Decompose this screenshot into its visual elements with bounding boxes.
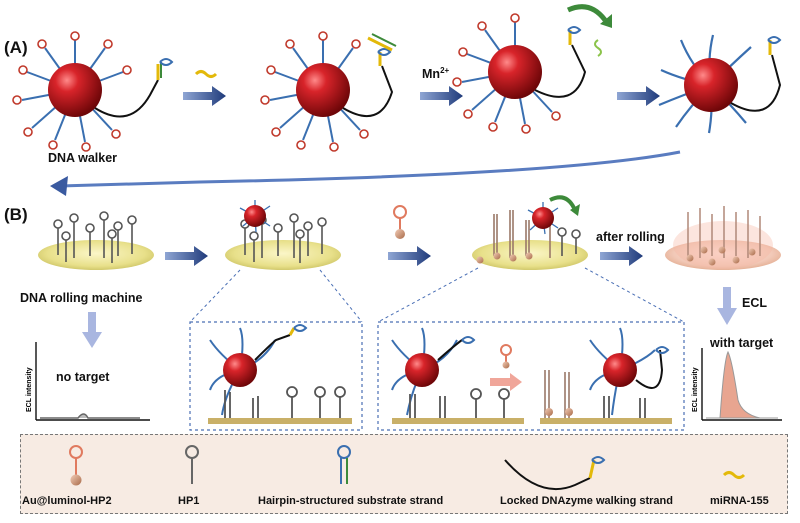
walker-np-3 xyxy=(452,4,612,134)
legend-mirna: miRNA-155 xyxy=(710,495,769,507)
ecl-axis-left: ECL intensity xyxy=(26,367,33,412)
after-rolling-label: after rolling xyxy=(596,230,665,244)
arrow-down-left xyxy=(82,312,102,348)
walker-np-4 xyxy=(658,34,782,134)
with-target-label: with target xyxy=(710,336,774,350)
legend-hp1: HP1 xyxy=(178,495,200,507)
ecl-label: ECL xyxy=(742,296,767,310)
arrow-b3 xyxy=(600,246,643,266)
arrow-a3 xyxy=(617,86,660,106)
panel-b-label: (B) xyxy=(4,205,28,224)
arrow-a2 xyxy=(420,86,463,106)
walker-np-1 xyxy=(12,31,174,152)
panel-a-label: (A) xyxy=(4,38,28,57)
arrow-a1 xyxy=(183,86,226,106)
arrow-a-to-b-head xyxy=(50,176,68,196)
zoom-box-1 xyxy=(189,321,363,431)
rolling-disk-1 xyxy=(38,211,154,270)
arrow-b2 xyxy=(388,246,431,266)
rolling-disk-3 xyxy=(472,195,588,270)
legend-box xyxy=(20,434,788,514)
arrow-a-to-b xyxy=(59,150,681,188)
arrow-down-right xyxy=(717,287,737,325)
legend-hairpin: Hairpin-structured substrate strand xyxy=(258,495,444,507)
walker-np-2 xyxy=(260,31,397,152)
ecl-axis-right: ECL intensity xyxy=(692,367,699,412)
dna-walker-label: DNA walker xyxy=(48,151,118,165)
zoom-box-2 xyxy=(377,321,685,431)
ecl-plot-no-target xyxy=(35,342,150,421)
arrow-b1 xyxy=(165,246,208,266)
no-target-label: no target xyxy=(56,370,110,384)
rolling-machine-label: DNA rolling machine xyxy=(20,291,143,305)
legend-walking: Locked DNAzyme walking strand xyxy=(500,495,673,507)
ecl-plot-with-target xyxy=(701,348,782,421)
mn-label: Mn2+ xyxy=(422,66,450,82)
zoom-lines xyxy=(189,267,685,323)
legend-au: Au@luminol-HP2 xyxy=(22,495,112,507)
rolling-disk-4 xyxy=(665,206,781,270)
hp2-probe xyxy=(393,205,407,239)
mirna-a xyxy=(194,70,218,78)
rolling-disk-2 xyxy=(225,200,341,270)
